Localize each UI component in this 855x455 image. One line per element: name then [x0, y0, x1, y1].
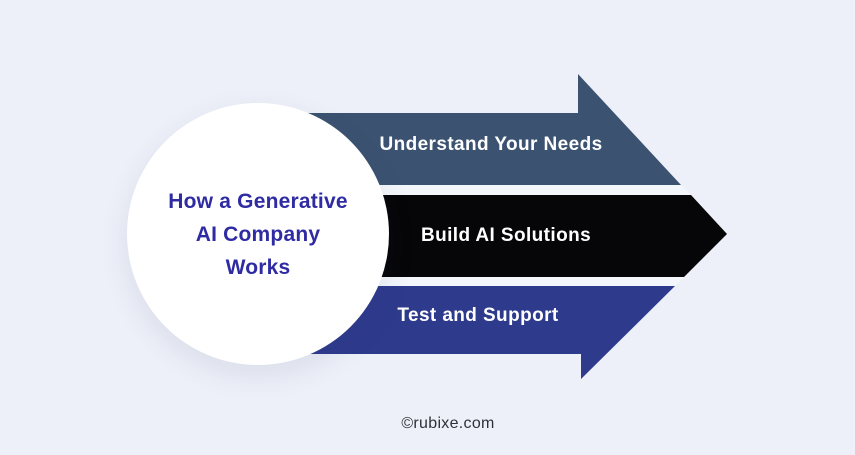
diagram-title: How a Generative AI Company Works: [168, 185, 347, 284]
title-line-3: Works: [225, 255, 291, 279]
band-gap-1: [303, 185, 691, 195]
watermark-text: ©rubixe.com: [401, 415, 495, 432]
title-line-1: How a Generative: [168, 189, 348, 213]
step-label-build-ai-solutions: Build AI Solutions: [420, 225, 592, 246]
title-line-2: AI Company: [195, 222, 321, 246]
step-label-test-and-support: Test and Support: [397, 305, 559, 326]
step-label-understand-your-needs: Understand Your Needs: [379, 134, 603, 155]
title-circle: How a Generative AI Company Works: [127, 103, 389, 365]
arrow-band-test: [303, 286, 675, 379]
band-gap-2: [303, 277, 684, 286]
arrow-band-understand: [303, 74, 681, 185]
arrow-band-build: [303, 195, 727, 277]
